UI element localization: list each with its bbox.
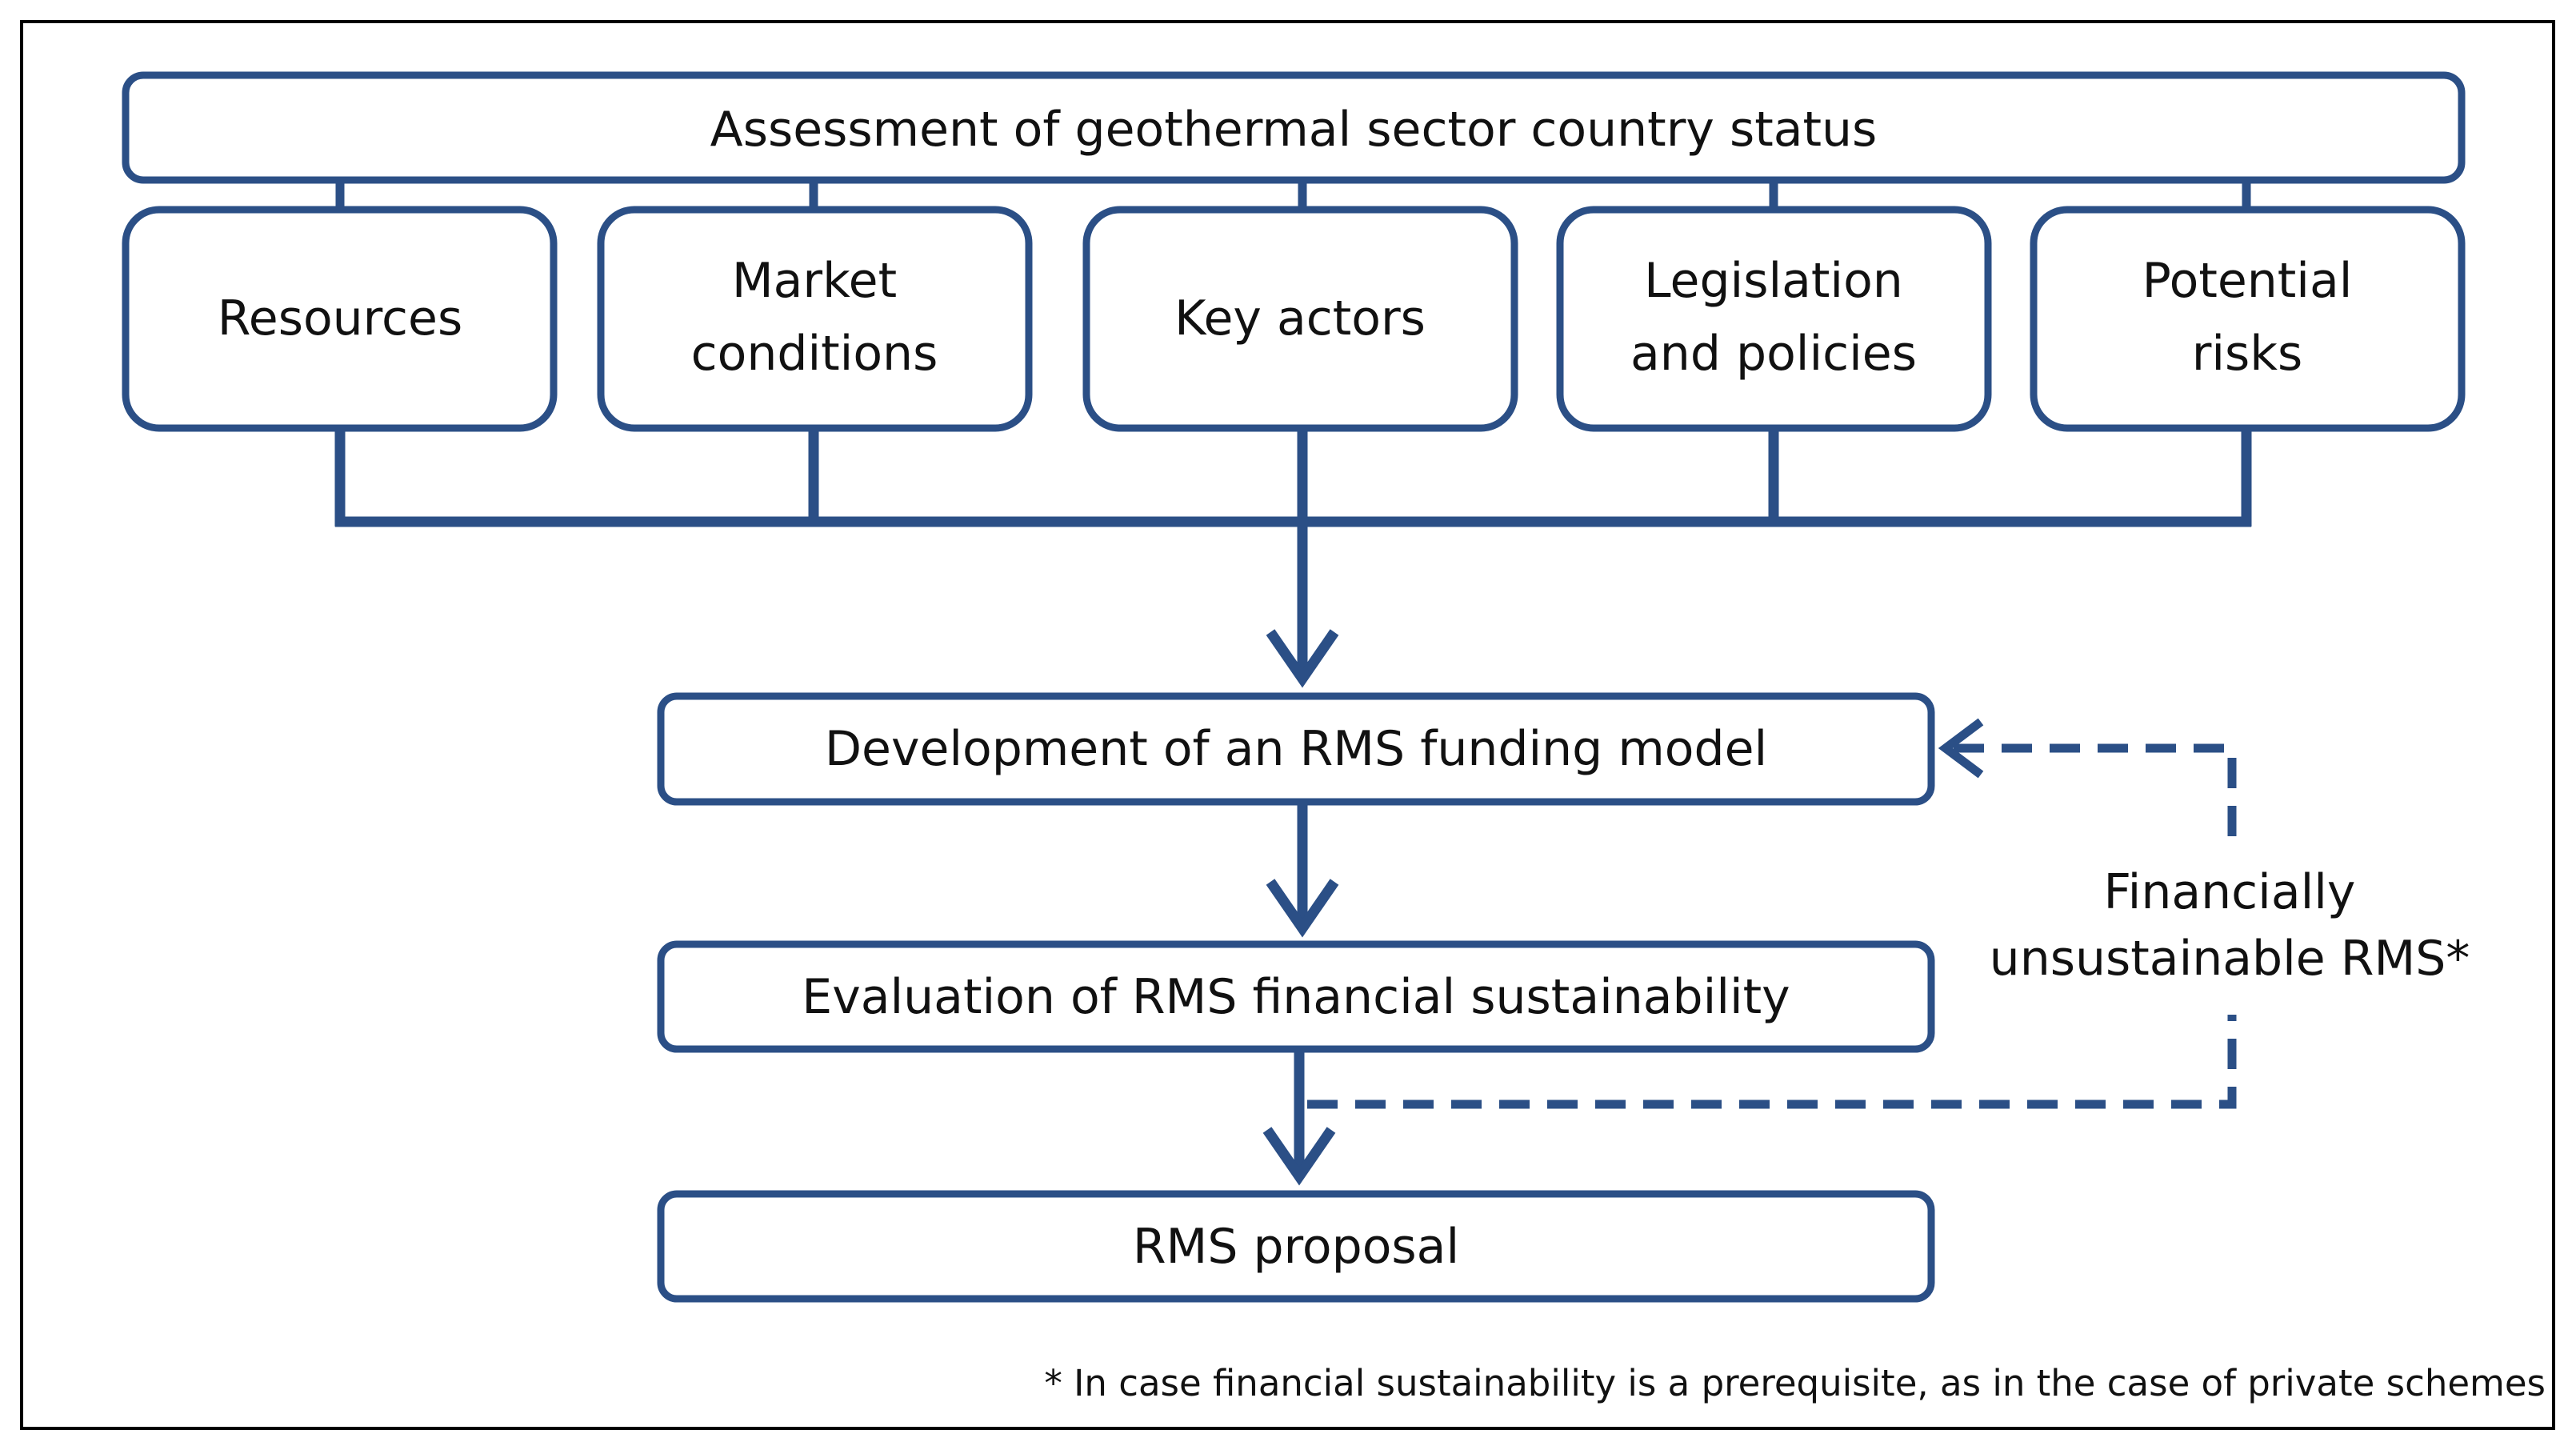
factor-box-risks <box>2030 206 2466 432</box>
factor-label-key-actors: Key actors <box>1174 290 1426 346</box>
factor-box-key-actors <box>1082 206 1518 432</box>
development-label: Development of an RMS funding model <box>825 721 1767 777</box>
factor-label-resources: Resources <box>218 290 462 346</box>
factor-box-resources <box>122 206 558 432</box>
factor-label-market-line2: conditions <box>691 326 938 382</box>
assessment-label: Assessment of geothermal sector country … <box>710 102 1878 158</box>
proposal-label: RMS proposal <box>1133 1219 1459 1275</box>
factor-box-legislation <box>1556 206 1992 432</box>
feedback-label-line2: unsustainable RMS* <box>1990 931 2470 987</box>
factor-label-legislation-line2: and policies <box>1630 326 1917 382</box>
arrow-to-proposal <box>1262 1049 1336 1186</box>
assessment-box <box>122 71 2466 184</box>
development-box <box>657 692 1935 806</box>
factor-label-risks-line2: risks <box>2192 326 2303 382</box>
factor-label-legislation-line1: Legislation <box>1644 253 1903 309</box>
factor-label-market-line1: Market <box>732 253 897 309</box>
arrow-to-development <box>1266 522 1339 688</box>
feedback-label-line1: Financially <box>2104 864 2356 920</box>
factor-collector-lines <box>334 428 2252 527</box>
top-connectors <box>335 180 2251 210</box>
arrow-to-evaluation <box>1266 802 1339 938</box>
proposal-box <box>657 1190 1935 1303</box>
evaluation-label: Evaluation of RMS financial sustainabili… <box>802 969 1790 1025</box>
factor-box-market <box>597 206 1033 432</box>
evaluation-box <box>657 940 1935 1053</box>
footnote: * In case financial sustainability is a … <box>1044 1362 2546 1404</box>
factor-label-risks-line1: Potential <box>2142 253 2353 309</box>
feedback-loop <box>1307 718 2237 1109</box>
